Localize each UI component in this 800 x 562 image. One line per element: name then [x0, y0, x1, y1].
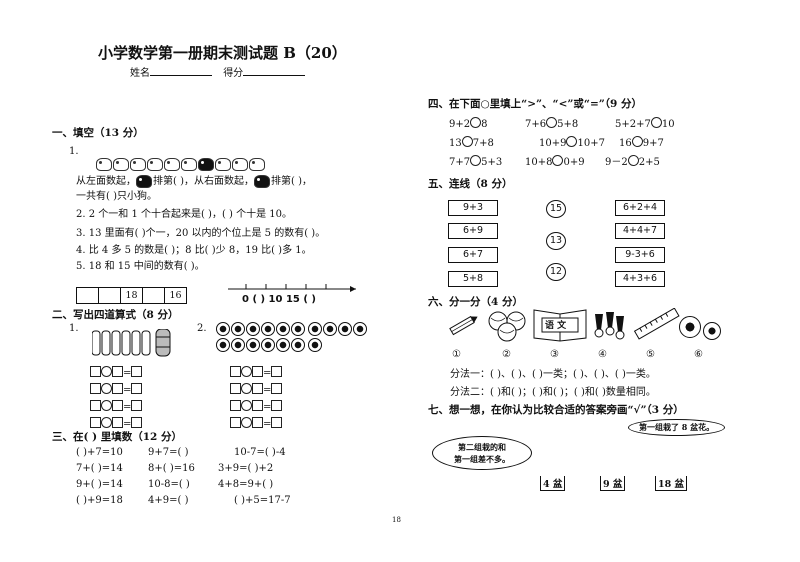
table-cell[interactable] — [99, 287, 121, 304]
ball-icon — [308, 338, 322, 352]
answer-option[interactable]: 4 盆 — [540, 476, 566, 491]
dog-icon — [96, 158, 112, 171]
name-label: 姓名 — [130, 68, 150, 79]
dog-icon — [164, 158, 180, 171]
ball-icon — [291, 338, 305, 352]
table-cell: 16 — [165, 287, 187, 304]
ball-icon — [216, 322, 230, 336]
page-number: 18 — [392, 516, 401, 524]
right-expression-box[interactable]: 4+4+7 — [615, 223, 665, 239]
middle-number-oval[interactable]: 15 — [546, 200, 566, 218]
section-2-heading: 二、写出四道算式（8 分） — [52, 309, 179, 321]
left-expression-box[interactable]: 6+9 — [448, 223, 498, 239]
ball-icon — [246, 322, 260, 336]
page-title: 小学数学第一册期末测试题 B（20） — [98, 44, 347, 62]
book-icon — [533, 309, 587, 342]
dog-icon — [215, 158, 231, 171]
s2-q1-number: 1. — [69, 323, 79, 334]
right-expression-box[interactable]: 9-3+6 — [615, 247, 665, 263]
black-dog-icon — [253, 175, 270, 188]
answer-option[interactable]: 18 盆 — [655, 476, 688, 491]
shuttlecocks-icon — [594, 312, 625, 340]
sticks-icon — [92, 329, 171, 357]
ball-icon — [231, 338, 245, 352]
pencil-icon — [449, 315, 478, 336]
book-label: 语 文 — [545, 321, 567, 331]
ball-icon — [231, 322, 245, 336]
section-6-heading: 六、分一分（4 分） — [428, 296, 523, 308]
answer-option[interactable]: 9 盆 — [600, 476, 626, 491]
left-expression-box[interactable]: 5+8 — [448, 271, 498, 287]
middle-number-oval[interactable]: 13 — [546, 232, 566, 250]
soccer-ball-icon — [703, 322, 721, 340]
section-4-heading: 四、在下面○里填上“>”、“<”或“=”（9 分） — [428, 98, 643, 110]
ball-icon — [216, 338, 230, 352]
q5: 5. 18 和 15 中间的数有( )。 — [76, 261, 205, 272]
black-dog-icon — [198, 158, 214, 171]
soccer-ball-icon — [679, 316, 701, 338]
dog-icon — [130, 158, 146, 171]
ball-icon — [276, 338, 290, 352]
speech-bubble-left: 第二组栽的和 第一组差不多。 — [432, 436, 532, 470]
middle-number-oval[interactable]: 12 — [546, 263, 566, 281]
balls-group-2 — [308, 322, 368, 354]
ball-icon — [261, 338, 275, 352]
left-expression-box[interactable]: 9+3 — [448, 200, 498, 216]
dog-icon — [113, 158, 129, 171]
ball-icon — [246, 338, 260, 352]
balls-pile-icon — [488, 311, 526, 342]
table-cell[interactable] — [143, 287, 165, 304]
ball-icon — [323, 322, 337, 336]
ball-icon — [291, 322, 305, 336]
dog-icon — [181, 158, 197, 171]
balls-group-1 — [216, 322, 305, 354]
ball-icon — [353, 322, 367, 336]
equation-grid-1[interactable]: = = = = — [90, 365, 143, 433]
equation-grid-2[interactable]: = = = = — [230, 365, 283, 433]
method-1: 分法一：( )、( )、( )一类；( )、( )、( )一类。 — [450, 369, 656, 380]
section-7-heading: 七、想一想，在你认为比较合适的答案旁画“√”（3 分） — [428, 404, 684, 416]
score-label: 得分 — [223, 68, 244, 79]
q1-number: 1. — [69, 146, 79, 157]
right-expression-box[interactable]: 6+2+4 — [615, 200, 665, 216]
q3: 3. 13 里面有( )个一，20 以内的个位上是 5 的数有( )。 — [76, 228, 326, 239]
s2-q2-number: 2. — [197, 323, 207, 334]
number-table: 18 16 — [76, 287, 187, 304]
ball-icon — [338, 322, 352, 336]
dog-icon — [147, 158, 163, 171]
ball-icon — [308, 322, 322, 336]
dog-icon — [249, 158, 265, 171]
q1-line1: 从左面数起，排第( )，从右面数起，排第( )， — [76, 175, 312, 188]
method-2: 分法二：( )和( )；( )和( )；( )和( )数量相同。 — [450, 387, 656, 398]
section-3-heading: 三、在( ) 里填数（12 分） — [52, 431, 183, 443]
q4: 4. 比 4 多 5 的数是( )；8 比( )少 8，19 比( )多 1。 — [76, 245, 312, 256]
table-cell: 18 — [121, 287, 143, 304]
speech-bubble-right: 第一组栽了 8 盆花。 — [628, 419, 726, 436]
ball-icon — [261, 322, 275, 336]
ball-icon — [276, 322, 290, 336]
name-field[interactable]: 姓名 得分 — [130, 68, 306, 80]
black-dog-icon — [136, 175, 152, 188]
right-expression-box[interactable]: 4+3+6 — [615, 271, 665, 287]
number-line — [228, 284, 356, 292]
dog-icon — [232, 158, 248, 171]
section-1-heading: 一、填空（13 分） — [52, 127, 144, 139]
left-expression-box[interactable]: 6+7 — [448, 247, 498, 263]
q2: 2. 2 个一和 1 个十合起来是( )，( ) 个十是 10。 — [76, 209, 293, 220]
table-cell[interactable] — [76, 287, 99, 304]
ruler-icon — [633, 308, 680, 340]
section-5-heading: 五、连线（8 分） — [428, 178, 513, 190]
number-line-labels: 0 ( ) 10 15 ( ) — [242, 294, 316, 305]
q1-line2: 一共有( )只小狗。 — [76, 191, 157, 202]
dog-row — [96, 154, 266, 173]
